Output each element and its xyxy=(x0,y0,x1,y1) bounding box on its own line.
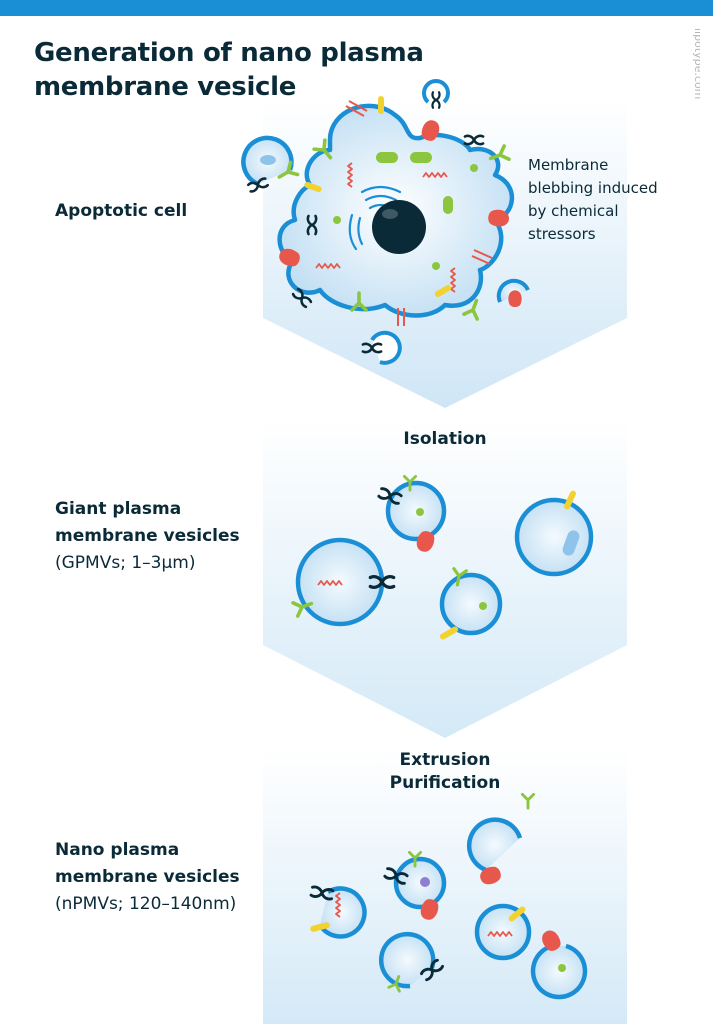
stage-label-npmv: Nano plasma membrane vesicles (nPMVs; 12… xyxy=(55,837,240,918)
callout-line-4: stressors xyxy=(528,223,658,246)
stage-label-gpmv: Giant plasma membrane vesicles (GPMVs; 1… xyxy=(55,496,240,577)
stage-3-label-line-2: membrane vesicles xyxy=(55,864,240,891)
step-isolation: Isolation xyxy=(345,428,545,451)
callout-line-1: Membrane xyxy=(528,154,658,177)
stage-label-apoptotic-cell: Apoptotic cell xyxy=(55,198,187,225)
nucleus-icon xyxy=(372,200,426,254)
callout-line-3: by chemical xyxy=(528,200,658,223)
step-extrusion-label: Extrusion xyxy=(345,749,545,772)
stage-1-label: Apoptotic cell xyxy=(55,198,187,225)
callout-line-2: blebbing induced xyxy=(528,177,658,200)
blebbing-callout: Membrane blebbing induced by chemical st… xyxy=(528,154,658,246)
stage-2-label-line-1: Giant plasma xyxy=(55,496,240,523)
stage-2-label-line-2: membrane vesicles xyxy=(55,523,240,550)
npmv-vesicle-icon xyxy=(477,905,529,958)
step-isolation-label: Isolation xyxy=(345,428,545,451)
step-extrusion-purification: Extrusion Purification xyxy=(345,749,545,795)
stage-3-label-line-1: Nano plasma xyxy=(55,837,240,864)
stage-3-size: (nPMVs; 120–140nm) xyxy=(55,891,240,918)
step-purification-label: Purification xyxy=(345,772,545,795)
stage-2-size: (GPMVs; 1–3µm) xyxy=(55,550,240,577)
